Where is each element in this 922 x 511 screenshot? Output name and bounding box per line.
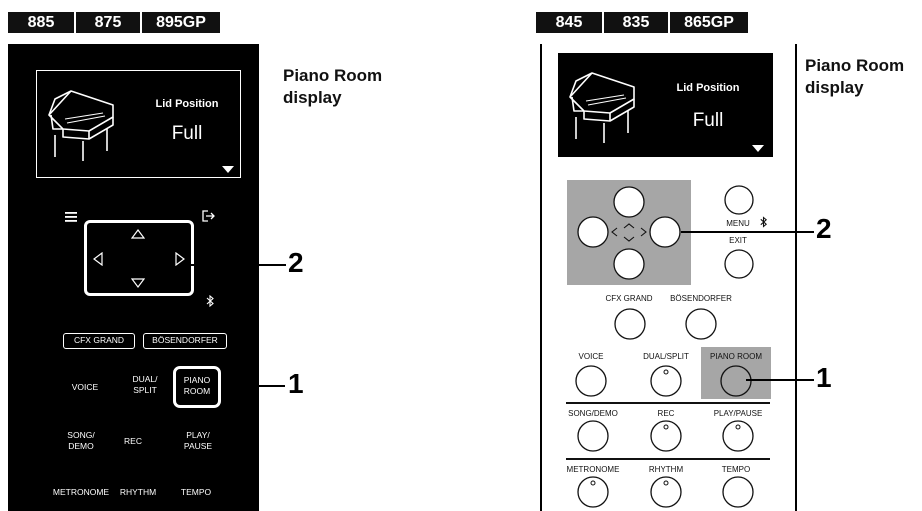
callout-line: [746, 379, 814, 381]
exit-icon[interactable]: [202, 210, 216, 222]
rhythm-button[interactable]: [649, 476, 683, 508]
dual-split-button[interactable]: [649, 365, 683, 397]
model-tag: 875: [76, 12, 140, 33]
caption-line: Piano Room: [805, 55, 904, 77]
song-demo-button[interactable]: SONG/ DEMO: [56, 430, 106, 452]
menu-icon[interactable]: [65, 212, 77, 222]
left-model-tags: 885 875 895GP: [8, 12, 220, 33]
left-control-panel: Lid Position Full CFX GRAND BÖSENDORFER …: [8, 44, 259, 511]
bosendorfer-label: BÖSENDORFER: [664, 294, 738, 304]
piano-room-button[interactable]: PIANO ROOM: [173, 366, 221, 408]
model-tag: 835: [604, 12, 668, 33]
model-tag: 865GP: [670, 12, 748, 33]
callout-number: 2: [816, 213, 832, 245]
play-pause-label: PLAY/PAUSE: [705, 409, 771, 419]
screen-value: Full: [137, 123, 237, 145]
piano-icon: [43, 85, 117, 165]
voice-label: VOICE: [566, 352, 616, 362]
piano-room-display: Lid Position Full: [36, 70, 241, 178]
screen-title: Lid Position: [658, 82, 758, 94]
caption-line: display: [805, 77, 904, 99]
callout-number: 1: [816, 362, 832, 394]
callout-line: [681, 231, 814, 233]
divider: [566, 458, 770, 460]
piano-room-label: ROOM: [176, 386, 218, 397]
dropdown-arrow-icon: [752, 145, 764, 152]
dual-split-label: SPLIT: [120, 385, 170, 396]
metronome-label: METRONOME: [556, 465, 630, 475]
panel-edge: [795, 44, 797, 511]
cfx-grand-button[interactable]: [614, 308, 646, 340]
triangle-left-icon[interactable]: [93, 252, 103, 266]
rec-button[interactable]: REC: [113, 436, 153, 447]
piano-icon: [564, 67, 638, 147]
caption-line: display: [283, 87, 382, 109]
cfx-grand-label: CFX GRAND: [594, 294, 664, 304]
cursor-buttons[interactable]: [567, 180, 691, 285]
model-tag: 895GP: [142, 12, 220, 33]
dropdown-arrow-icon: [222, 166, 234, 173]
menu-label: MENU: [722, 219, 754, 229]
piano-room-label: PIANO ROOM: [703, 352, 769, 362]
voice-button[interactable]: VOICE: [60, 382, 110, 393]
metronome-button[interactable]: [576, 476, 610, 508]
tempo-label: TEMPO: [711, 465, 761, 475]
song-demo-label: SONG/: [56, 430, 106, 441]
voice-button[interactable]: [574, 365, 608, 397]
triangle-right-icon[interactable]: [175, 252, 185, 266]
display-caption: Piano Room display: [805, 55, 904, 99]
model-tag: 845: [536, 12, 602, 33]
cfx-grand-button[interactable]: CFX GRAND: [63, 333, 135, 349]
piano-room-display: Lid Position Full: [558, 53, 773, 157]
rec-label: REC: [646, 409, 686, 419]
cursor-pad[interactable]: [84, 220, 194, 296]
dual-split-label: DUAL/SPLIT: [636, 352, 696, 362]
callout-line: [190, 264, 286, 266]
song-demo-label: DEMO: [56, 441, 106, 452]
rhythm-label: RHYTHM: [636, 465, 696, 475]
callout-number: 2: [288, 247, 304, 279]
cursor-pad[interactable]: [567, 180, 691, 285]
dual-split-label: DUAL/: [120, 374, 170, 385]
play-pause-button[interactable]: [721, 420, 755, 452]
bluetooth-icon: [205, 295, 215, 307]
dual-split-button[interactable]: DUAL/ SPLIT: [120, 374, 170, 396]
divider: [566, 402, 770, 404]
panel-edge: [540, 44, 542, 511]
rhythm-button[interactable]: RHYTHM: [113, 487, 163, 498]
bosendorfer-button[interactable]: BÖSENDORFER: [143, 333, 227, 349]
screen-title: Lid Position: [137, 98, 237, 110]
exit-button[interactable]: [724, 249, 754, 279]
model-tag: 885: [8, 12, 74, 33]
right-model-tags: 845 835 865GP: [536, 12, 748, 33]
piano-room-label: PIANO: [176, 375, 218, 386]
exit-label: EXIT: [722, 236, 754, 246]
caption-line: Piano Room: [283, 65, 382, 87]
play-pause-button[interactable]: PLAY/ PAUSE: [173, 430, 223, 452]
bluetooth-icon: [759, 216, 768, 228]
callout-number: 1: [288, 368, 304, 400]
play-pause-label: PAUSE: [173, 441, 223, 452]
song-demo-label: SONG/DEMO: [561, 409, 625, 419]
triangle-up-icon[interactable]: [131, 229, 145, 239]
bosendorfer-button[interactable]: [685, 308, 717, 340]
tempo-button[interactable]: [721, 476, 755, 508]
piano-room-button[interactable]: [719, 365, 753, 397]
callout-line: [225, 385, 285, 387]
triangle-down-icon[interactable]: [131, 278, 145, 288]
song-demo-button[interactable]: [576, 420, 610, 452]
rec-button[interactable]: [649, 420, 683, 452]
menu-button[interactable]: [724, 185, 754, 215]
tempo-button[interactable]: TEMPO: [171, 487, 221, 498]
play-pause-label: PLAY/: [173, 430, 223, 441]
display-caption: Piano Room display: [283, 65, 382, 109]
metronome-button[interactable]: METRONOME: [46, 487, 116, 498]
screen-value: Full: [658, 110, 758, 132]
